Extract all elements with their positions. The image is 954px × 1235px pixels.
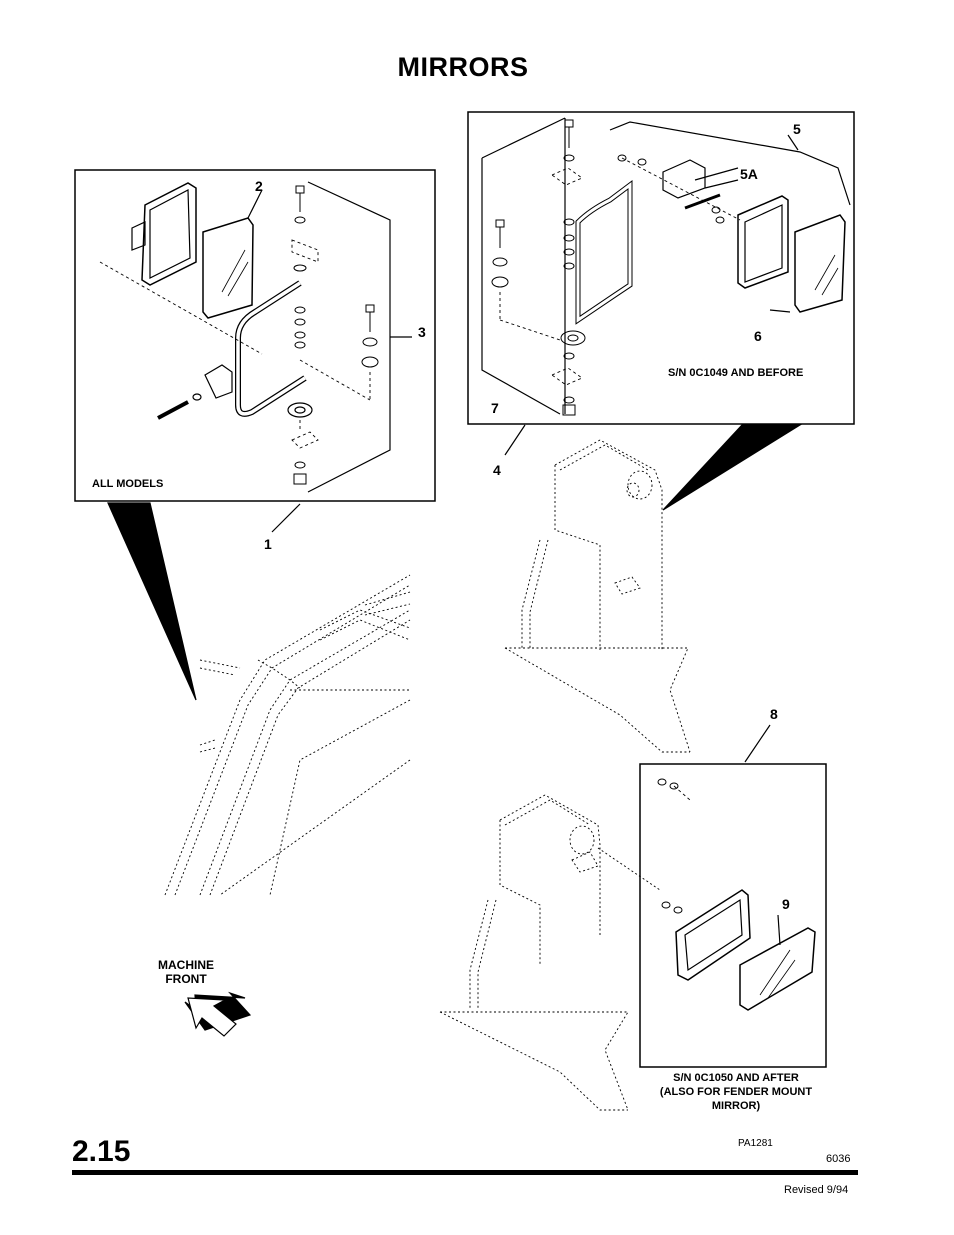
caption-sn-after: S/N 0C1050 AND AFTER (ALSO FOR FENDER MO… (640, 1071, 832, 1113)
panel-sn-after-parts (657, 724, 816, 1011)
revision-label: Revised 9/94 (784, 1184, 849, 1196)
panel-sn-before-parts (481, 117, 851, 456)
callout-3: 3 (418, 324, 426, 340)
callout-5: 5 (793, 121, 801, 137)
machine-frame-left (164, 574, 411, 896)
page-title: MIRRORS (397, 52, 529, 82)
caption-sn-after-line-3: MIRROR) (711, 1100, 761, 1112)
caption-sn-after-line-2: (ALSO FOR FENDER MOUNT (659, 1086, 813, 1098)
panel-all-models-parts (99, 181, 412, 533)
figure-id: PA1281 (738, 1138, 773, 1149)
machine-front-line-1: MACHINE (158, 958, 214, 972)
callout-6: 6 (754, 328, 762, 344)
doc-number: 6036 (826, 1153, 851, 1165)
callout-2: 2 (255, 178, 263, 194)
caption-sn-before: S/N 0C1049 AND BEFORE (668, 367, 804, 379)
panel-all-models-frame (74, 169, 436, 502)
machine-front-line-2: FRONT (165, 972, 207, 986)
panel-sn-after-frame (639, 763, 827, 1068)
callout-4: 4 (493, 462, 501, 478)
panel-sn-before-frame (467, 111, 855, 425)
pointer-wedge-left (107, 502, 197, 701)
pointer-wedge-right (662, 424, 803, 511)
footer-rule (72, 1170, 858, 1175)
caption-all-models: ALL MODELS (92, 478, 164, 490)
callout-8: 8 (770, 706, 778, 722)
section-number: 2.15 (72, 1135, 131, 1168)
machine-post-lower (439, 794, 661, 1111)
machine-post-upper (504, 439, 691, 753)
callout-1: 1 (264, 536, 272, 552)
machine-front-label: MACHINE FRONT (148, 958, 224, 986)
callout-5a: 5A (740, 166, 758, 182)
callout-9: 9 (782, 896, 790, 912)
machine-front-arrow (184, 991, 252, 1037)
callout-7: 7 (491, 400, 499, 416)
caption-sn-after-line-1: S/N 0C1050 AND AFTER (673, 1072, 799, 1084)
